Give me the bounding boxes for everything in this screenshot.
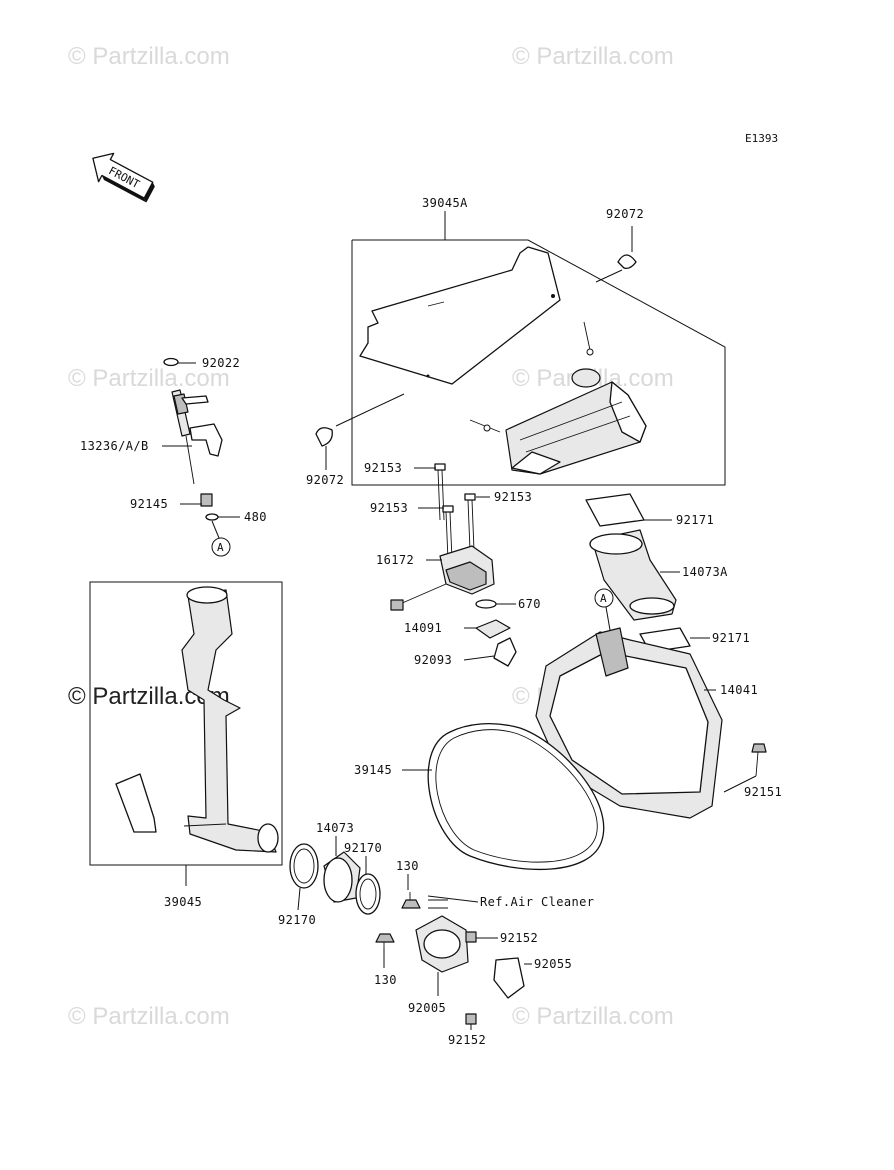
label-14073A: 14073A [682,565,728,579]
label-92153-top: 92153 [364,461,402,475]
label-670: 670 [518,597,541,611]
label-92093: 92093 [414,653,452,667]
clamp-92170-right [355,856,381,915]
label-92055: 92055 [534,957,572,971]
label-92072-top: 92072 [606,207,644,221]
label-92072-left: 92072 [306,473,344,487]
label-92170-left: 92170 [278,913,316,927]
label-92152-bottom: 92152 [448,1033,486,1047]
label-92170-right: 92170 [344,841,382,855]
label-92022: 92022 [202,356,240,370]
duct-assembly [469,321,647,475]
label-13236: 13236/A/B [80,439,149,453]
clip-92072-top [595,254,637,283]
label-16172: 16172 [376,553,414,567]
watermark-bottom-left: © Partzilla.com [68,1003,230,1030]
actuator-assembly [390,463,495,611]
label-130-top: 130 [396,859,419,873]
callout-a-left-label: A [217,541,224,554]
watermark-bottom-right: © Partzilla.com [512,1003,674,1030]
label-14041: 14041 [720,683,758,697]
watermark-top-left: © Partzilla.com [68,43,230,70]
air-duct-pipe [115,586,279,853]
label-14073: 14073 [316,821,354,835]
front-arrow-icon: FRONT [92,152,155,203]
label-92171-top: 92171 [676,513,714,527]
label-130-bottom: 130 [374,973,397,987]
frame-39045A [351,211,726,486]
ref-air-cleaner-note: Ref.Air Cleaner [480,895,594,909]
lower-housing [375,874,532,1030]
label-39145: 39145 [354,763,392,777]
label-92152-top: 92152 [500,931,538,945]
watermark-top-right: © Partzilla.com [512,43,674,70]
label-92145: 92145 [130,497,168,511]
label-480: 480 [244,510,267,524]
frame-39045 [89,581,283,886]
belt-39145 [402,723,605,870]
label-92151: 92151 [744,785,782,799]
watermark-mid-left: © Partzilla.com [68,365,230,392]
heat-shield-panel [359,246,561,385]
intake-duct-14073A [585,493,680,621]
diagram-code: E1393 [745,132,778,145]
label-92005: 92005 [408,1001,446,1015]
clip-92072-left [315,393,405,447]
callout-a-right [594,588,614,608]
label-14091: 14091 [404,621,442,635]
clamp-92170-left [289,843,319,911]
cap-gasket-set [463,599,517,667]
part-labels: 39045A 92072 92022 13236/A/B 92072 92153… [80,196,782,1047]
label-39045A: 39045A [422,196,468,210]
label-92153-right: 92153 [494,490,532,504]
coupler-14073 [323,836,361,903]
label-92171-mid: 92171 [712,631,750,645]
lever-assembly: A [163,357,231,557]
callout-a-right-label: A [600,592,607,605]
callout-a-left [211,537,231,557]
bolt-92151 [723,743,767,793]
label-39045: 39045 [164,895,202,909]
label-92153-left: 92153 [370,501,408,515]
cover-14041: A [535,588,723,819]
